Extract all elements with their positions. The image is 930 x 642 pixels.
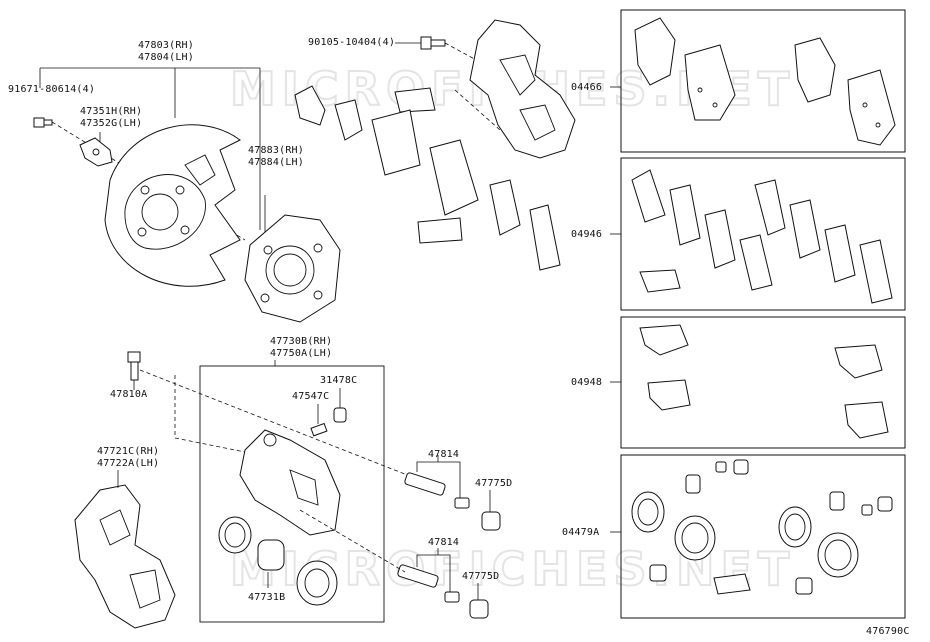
diagram-code: 476790C	[866, 626, 910, 637]
bolt-90105	[420, 36, 446, 50]
label-47750a-lh: 47750A(LH)	[270, 348, 333, 359]
clip-47351h	[79, 137, 113, 167]
slide-pin-upper	[404, 472, 470, 509]
label-47775d-lower: 47775D	[462, 571, 500, 582]
pin-boot-lower	[469, 599, 489, 619]
anti-squeal-shim-kit	[631, 169, 893, 304]
label-kit-04948: 04948	[571, 377, 603, 388]
cap-31478c	[333, 407, 347, 423]
label-47814-upper: 47814	[428, 449, 460, 460]
label-47803-rh: 47803(RH)	[138, 40, 194, 51]
label-47883-rh: 47883(RH)	[248, 145, 304, 156]
kit-panel-04479a	[620, 454, 906, 619]
pad-clip-kit	[639, 324, 889, 439]
slide-pin-lower	[397, 564, 460, 603]
mounting-bracket-top	[469, 19, 576, 159]
label-31478c: 31478C	[320, 375, 358, 386]
label-kit-04479a: 04479A	[562, 527, 600, 538]
label-47730b-rh: 47730B(RH)	[270, 336, 333, 347]
label-47731b: 47731B	[248, 592, 286, 603]
bolt-91671	[33, 117, 53, 128]
label-kit-04466: 04466	[571, 82, 603, 93]
kit-panel-04948	[620, 316, 906, 449]
label-47884-lh: 47884(LH)	[248, 157, 304, 168]
label-47351h-rh: 47351H(RH)	[80, 106, 143, 117]
label-47721c-rh: 47721C(RH)	[97, 446, 160, 457]
dust-shield-47803	[104, 124, 241, 287]
bleeder-screw-47547c	[310, 422, 328, 437]
piston	[257, 539, 285, 571]
label-47547c: 47547C	[292, 391, 330, 402]
label-90105-10404: 90105-10404(4)	[308, 37, 396, 48]
shim-set-top	[294, 85, 561, 271]
cylinder-kit-seals	[631, 459, 893, 595]
pin-boot-upper	[481, 511, 501, 531]
bracket-47883	[244, 214, 341, 323]
mounting-bracket-47721c	[74, 484, 176, 629]
label-47775d-upper: 47775D	[475, 478, 513, 489]
label-47810a: 47810A	[110, 389, 148, 400]
label-47352g-lh: 47352G(LH)	[80, 118, 143, 129]
label-47814-lower: 47814	[428, 537, 460, 548]
piston-boot	[296, 560, 338, 606]
bolt-47810a	[127, 351, 141, 381]
brake-pads-kit	[634, 17, 896, 146]
seal-ring-47731b	[218, 516, 252, 554]
label-kit-04946: 04946	[571, 229, 603, 240]
label-91671-80614: 91671-80614(4)	[8, 84, 96, 95]
label-47722a-lh: 47722A(LH)	[97, 458, 160, 469]
caliper-assembly-frame	[199, 365, 385, 623]
caliper-body	[239, 429, 341, 536]
kit-panel-04466	[620, 9, 906, 153]
label-47804-lh: 47804(LH)	[138, 52, 194, 63]
